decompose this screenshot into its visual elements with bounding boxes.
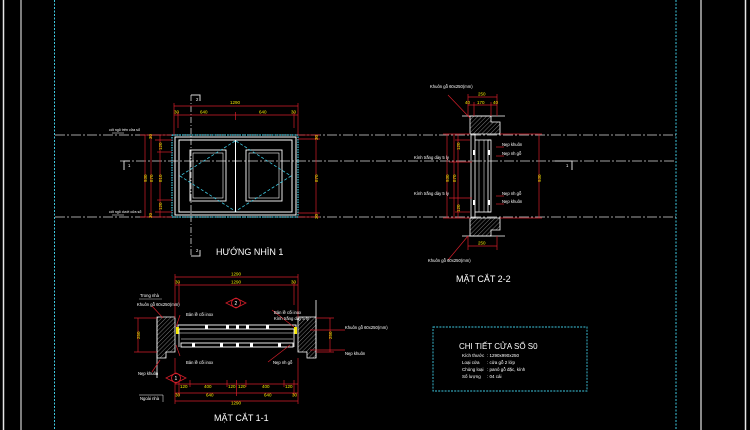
- tb-row-2-label: Chủng loại: [462, 366, 484, 372]
- s11-note-bead-left: Nẹp khuôn: [138, 371, 159, 376]
- section-2-2-title: MẶT CẮT 2-2: [456, 274, 511, 284]
- s22-dim-left-930: 930: [445, 174, 450, 182]
- tb-row-1-value: : cửa gỗ 2 lớp: [487, 359, 515, 365]
- elevation-title: HƯỚNG NHÌN 1: [216, 247, 283, 257]
- s22-marker: 1: [566, 163, 569, 168]
- s11-dim-b1-1: 400: [204, 384, 212, 389]
- section-marker-2-bottom: 2: [196, 248, 199, 253]
- dim-left-120-bottom: 120: [158, 202, 163, 210]
- title-block: CHI TIẾT CỬA SỔ S0 Kích thước : 1290x990…: [432, 326, 588, 392]
- s11-note-hinge-top: Bản lề cối inox: [186, 312, 214, 317]
- s11-note-glass: Kính trắng dày 5 ly: [274, 316, 310, 321]
- tb-row-3-label: Số lượng: [462, 374, 481, 379]
- s22-note-glass-lower: Kính trắng dày 5 ly: [414, 191, 450, 196]
- dim-w-1: 640: [200, 110, 208, 115]
- tb-row-3-value: : 04 cái: [487, 374, 502, 379]
- s22-note-bead-4: Nẹp khuôn: [502, 199, 523, 204]
- s11-dim-side-left: 250: [136, 331, 141, 339]
- dim-w-0: 30: [174, 110, 180, 115]
- s11-note-hinge-top-right: Bản lề cối inox: [274, 310, 302, 315]
- s11-dim-b2-2: 640: [264, 393, 272, 398]
- s11-note-outside: Ngoài nhà: [140, 396, 160, 401]
- s11-note-bead-right: Nẹp khuôn: [345, 351, 366, 356]
- section-marker-2-symbol: 2: [225, 297, 247, 309]
- s22-dim-right-930: 930: [537, 174, 542, 182]
- s11-dim-top-30-right: 30: [291, 280, 297, 285]
- s11-note-frame-right: Khuôn gỗ 60x250(mm): [345, 325, 388, 330]
- s11-note-hinge-bottom: Bản lề cối inox: [186, 360, 214, 365]
- section-marker-2-top: 2: [196, 97, 199, 102]
- elevation-view: 2 2 1 1290 30 640 640 30: [109, 94, 320, 257]
- s11-dim-b1-3: 120: [238, 384, 246, 389]
- section-marker-1-symbol: 1: [165, 372, 187, 384]
- s11-dim-b1-0: 120: [180, 384, 188, 389]
- dim-right-870: 870: [314, 174, 319, 182]
- dim-w-3: 30: [291, 110, 297, 115]
- s22-dim-left-870: 870: [452, 174, 457, 182]
- section-1-1: 1290 30 1290 30 250 250 120 400 120 120 …: [134, 272, 388, 423]
- s11-dim-b2-1: 640: [206, 393, 214, 398]
- level-top-note: cốt ngõ trên cửa sổ: [109, 128, 140, 132]
- dim-overall-width: 1290: [230, 100, 241, 105]
- s22-dim-left-120-top: 120: [456, 142, 461, 150]
- s11-dim-b1-5: 120: [285, 384, 293, 389]
- svg-text:1: 1: [175, 376, 178, 382]
- section-2-2: 1: [414, 84, 573, 284]
- dim-w-2: 640: [259, 110, 267, 115]
- s22-dim-top-40a: 40: [465, 100, 471, 105]
- s11-dim-b1-4: 400: [262, 384, 270, 389]
- dim-left-120-top: 120: [158, 142, 163, 150]
- dim-left-30-top: 30: [148, 133, 153, 139]
- svg-text:2: 2: [235, 301, 238, 307]
- s22-note-glass-upper: Kính trắng dày 5 ly: [414, 155, 450, 160]
- dim-left-930: 930: [143, 174, 148, 182]
- s22-dim-left-120-bottom: 120: [456, 204, 461, 212]
- s11-note-inside: Trong nhà: [140, 293, 160, 298]
- dim-left-870: 870: [149, 174, 154, 182]
- s22-dim-top-170: 170: [477, 100, 485, 105]
- s22-note-bead-3: Nẹp nh gỗ: [502, 191, 522, 196]
- tb-row-0-value: : 1290x990x250: [487, 353, 520, 358]
- tb-row-1-label: Loại cửa: [462, 359, 480, 365]
- s22-note-bead-1: Nẹp khuôn: [502, 142, 523, 147]
- s11-dim-top-30-left: 30: [175, 280, 181, 285]
- s11-dim-b-overall: 1290: [231, 401, 242, 406]
- s11-note-bead-bottom: Nẹp nh gỗ: [273, 360, 293, 365]
- s11-dim-top-inner: 1290: [231, 280, 242, 285]
- s11-dim-b2-0: 30: [175, 393, 181, 398]
- s11-dim-b2-3: 30: [292, 393, 298, 398]
- s22-dim-top-40b: 40: [493, 100, 499, 105]
- s22-note-bead-2: Nẹp nh gỗ: [502, 151, 522, 156]
- title-block-heading: CHI TIẾT CỬA SỔ S0: [459, 341, 538, 351]
- s11-note-frame-left: Khuôn gỗ 60x250(mm): [137, 302, 180, 307]
- s22-dim-top-250: 250: [478, 92, 486, 97]
- s11-dim-b1-2: 120: [228, 384, 236, 389]
- s11-dim-top-overall: 1290: [231, 272, 242, 277]
- dim-right-30-bottom: 30: [314, 213, 319, 219]
- dim-left-30-bottom: 30: [148, 212, 153, 218]
- section-1-1-title: MẶT CẮT 1-1: [214, 413, 269, 423]
- s22-note-frame-bottom: Khuôn gỗ 60x250(mm): [428, 258, 471, 263]
- tb-row-2-value: : panô gỗ đặc, kính: [487, 366, 526, 372]
- s11-dim-side-right: 250: [328, 331, 333, 339]
- level-bottom-note: cốt ngõ dưới cửa sổ: [109, 210, 141, 214]
- s22-dim-bottom-250: 250: [478, 241, 486, 246]
- s22-note-frame-top: Khuôn gỗ 60x250(mm): [430, 84, 473, 89]
- tb-row-0-label: Kích thước: [462, 353, 485, 358]
- dim-right-30-top: 30: [314, 134, 319, 140]
- section-marker-1: 1: [128, 163, 131, 168]
- dim-left-810: 810: [158, 174, 163, 182]
